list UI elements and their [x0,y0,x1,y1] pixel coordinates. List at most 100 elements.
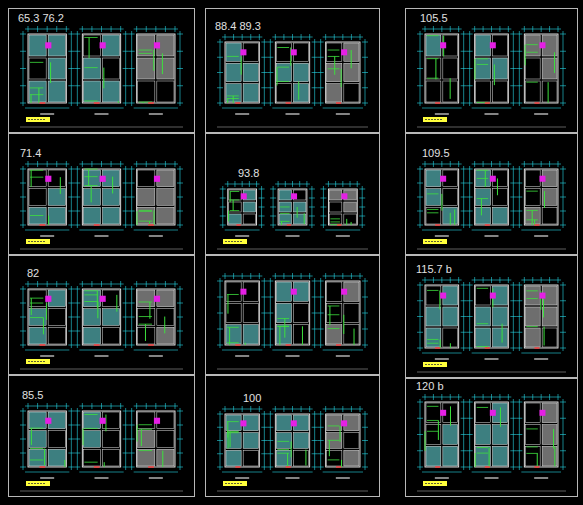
wall-line [281,221,282,225]
room [138,431,155,448]
dimension-tick [417,418,423,419]
dimension-tick [508,277,509,283]
dimension-tick [441,394,442,400]
panel-drawing [417,161,566,249]
outer-wall [228,189,257,225]
dimension-tick [541,161,542,167]
room [276,63,291,81]
dimension-tick [516,300,522,301]
dimension-tick [417,211,423,212]
room [294,303,309,322]
dimension-tick [474,26,475,32]
dimension-line [472,472,512,473]
dimension-tick [461,197,467,198]
dimension-tick [47,26,48,32]
dimension-tick [320,216,326,217]
dimension-tick [123,211,129,212]
dimension-tick [417,434,423,435]
title-tag [423,117,447,122]
wall-line [427,290,438,291]
wall-line [425,431,426,451]
dimension-tick [217,297,223,298]
wall-line [139,450,152,451]
room [157,309,174,326]
dimension-tick [91,403,92,409]
dimension-tick [68,103,74,104]
dimension-tick [129,439,135,440]
room [103,327,120,344]
dimension-tick [516,183,522,184]
room [243,325,258,344]
wall-line [277,326,289,327]
wall-line [31,428,32,445]
room [157,189,174,206]
wall-line [537,453,538,467]
room [243,433,258,449]
title-tag [26,359,50,364]
dimension-tick [68,85,74,86]
dimension-tick [467,402,473,403]
dimension-tick [177,439,183,440]
dimension-tick [491,161,492,167]
dimension-tick [233,273,234,279]
dimension-tick [516,197,522,198]
door-mark [235,344,240,345]
dimension-tick [450,161,451,167]
dimension-tick [560,85,566,86]
room [443,207,458,224]
wall-line [548,82,549,103]
dimension-tick [123,303,129,304]
room [226,450,241,466]
dimension-tick [68,439,74,440]
wall-line [481,199,482,216]
dimension-tick [312,427,318,428]
dimension-tick [123,467,129,468]
room [476,425,491,445]
dimension-tick [123,453,129,454]
dimension-tick [129,183,135,184]
room [226,63,241,81]
dimension-tick [37,26,38,32]
wall-line [502,324,503,343]
dimension-tick [177,197,183,198]
room [276,415,291,431]
wall-line [287,453,288,467]
room [542,307,557,326]
dimension-tick [68,169,74,170]
stair-core [240,49,246,55]
wall-line [84,67,97,68]
wall-line [153,50,154,71]
dimension-tick [467,467,473,468]
door-mark [287,224,291,225]
wall-line [532,210,533,225]
outer-wall [225,281,259,345]
dimension-tick [20,467,26,468]
room [426,207,441,224]
dimension-tick [560,51,566,52]
stair-core [291,193,297,199]
dimension-tick [123,317,129,318]
dimension-tick [560,348,566,349]
dimension-tick [74,211,80,212]
dimension-tick [68,183,74,184]
dimension-tick [524,277,525,283]
room [525,170,540,187]
caption-stroke [435,477,449,478]
wall-line [291,441,292,457]
wall-line [330,221,340,222]
room [83,189,100,206]
outer-wall [82,169,120,225]
room [103,81,120,102]
dimension-tick [467,225,473,226]
dimension-tick [261,313,267,314]
dimension-tick [259,189,265,190]
dimension-tick [510,402,516,403]
dimension-tick [259,34,260,40]
dimension-tick [359,189,365,190]
wall-line [227,327,239,328]
dimension-tick [68,211,74,212]
room [276,282,291,301]
dimension-tick [261,42,267,43]
dimension-tick [74,331,80,332]
wall-line [139,210,152,211]
